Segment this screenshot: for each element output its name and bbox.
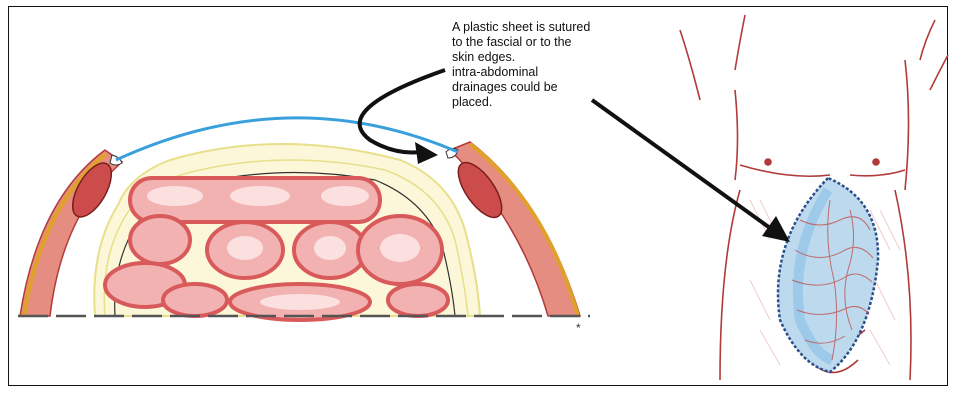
straight-arrow	[592, 100, 770, 228]
caption-line: placed.	[452, 95, 627, 110]
abdominal-cross-section: *	[18, 118, 590, 335]
svg-text:*: *	[576, 321, 581, 335]
open-abdomen-mesh	[778, 178, 878, 372]
caption-line: drainages could be	[452, 80, 627, 95]
curved-arrow	[360, 70, 445, 153]
caption-line: intra-abdominal	[452, 65, 627, 80]
caption-line: A plastic sheet is sutured	[452, 20, 627, 35]
annotation-caption: A plastic sheet is sutured to the fascia…	[452, 20, 627, 110]
caption-line: skin edges.	[452, 50, 627, 65]
caption-line: to the fascial or to the	[452, 35, 627, 50]
